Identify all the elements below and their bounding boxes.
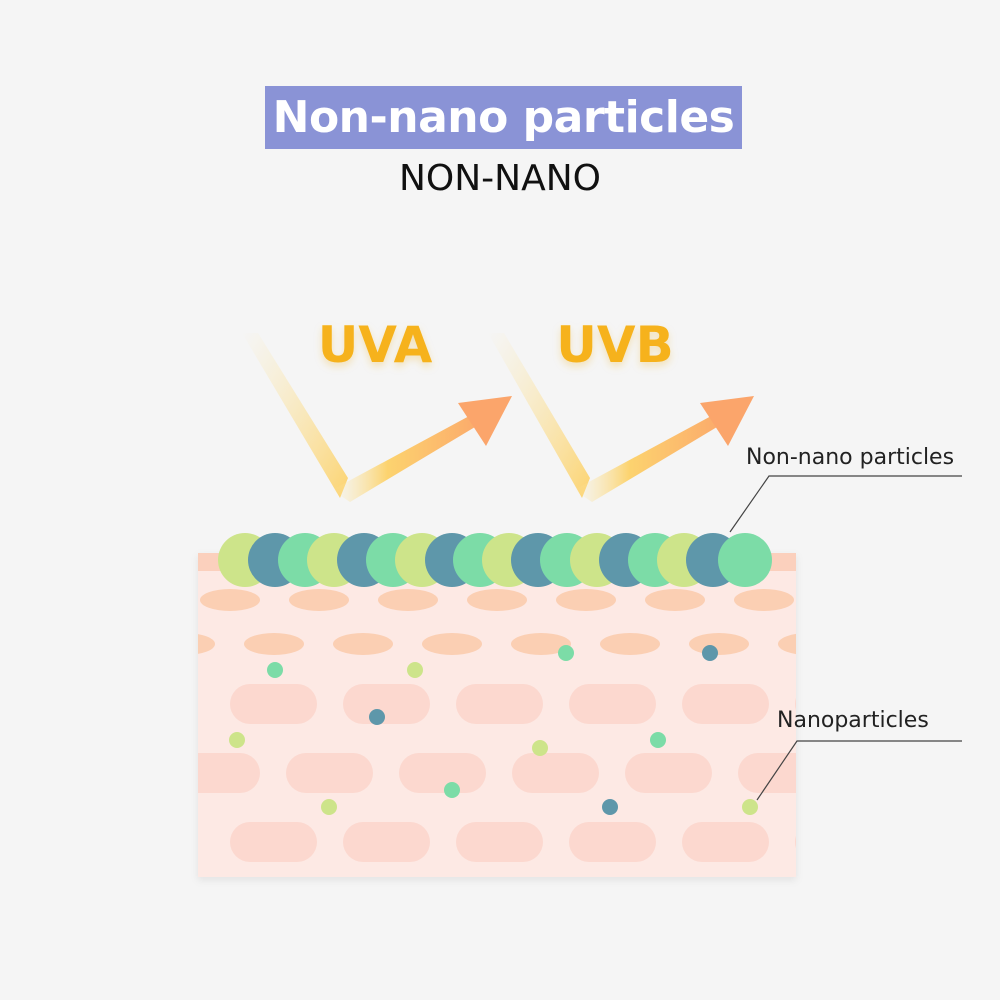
- page-title: Non-nano particles: [272, 92, 735, 143]
- nanoparticle: [229, 732, 245, 748]
- skin-cell-block: [343, 684, 430, 724]
- skin-cell-oval: [511, 633, 571, 655]
- skin-cell-oval: [556, 589, 616, 611]
- skin-cell-block: [286, 753, 373, 793]
- uvb-label: UVB: [556, 316, 673, 374]
- skin-cell-block: [198, 753, 260, 793]
- skin-cell-oval: [645, 589, 705, 611]
- skin-cell-oval: [600, 633, 660, 655]
- nano-callout-label: Nanoparticles: [777, 708, 929, 733]
- non-nano-particle: [718, 533, 772, 587]
- skin-cell-oval: [689, 633, 749, 655]
- skin-cell-block: [230, 684, 317, 724]
- page-subtitle: NON-NANO: [398, 158, 601, 199]
- nanoparticle: [267, 662, 283, 678]
- skin-layer: [198, 553, 796, 877]
- uva-arrow: [242, 333, 512, 502]
- nanoparticle-group: [229, 645, 758, 815]
- nanoparticle: [558, 645, 574, 661]
- uva-label: UVA: [318, 316, 433, 374]
- skin-cell-block: [512, 753, 599, 793]
- skin-cell-block: [456, 684, 543, 724]
- skin-cell-oval: [734, 589, 794, 611]
- skin-cell-block: [569, 684, 656, 724]
- skin-cell-block: [738, 753, 796, 793]
- nanoparticle: [444, 782, 460, 798]
- non-nano-callout: Non-nano particles: [729, 445, 962, 533]
- nanoparticle: [369, 709, 385, 725]
- skin-cell-oval: [289, 589, 349, 611]
- non-nano-particle-row: [218, 533, 772, 587]
- skin-cell-oval: [198, 634, 215, 654]
- skin-cell-block: [682, 822, 769, 862]
- skin-cell-oval: [244, 633, 304, 655]
- skin-cell-block: [795, 835, 796, 849]
- skin-cell-oval: [467, 589, 527, 611]
- nano-callout: Nanoparticles: [756, 708, 962, 801]
- nanoparticle: [532, 740, 548, 756]
- skin-cell-oval: [778, 633, 796, 655]
- title-banner: Non-nano particles: [265, 86, 742, 149]
- skin-cell-block: [456, 822, 543, 862]
- non-nano-callout-label: Non-nano particles: [746, 445, 954, 470]
- skin-cell-oval: [200, 589, 260, 611]
- uvb-arrow: [488, 333, 754, 502]
- skin-cell-block: [230, 822, 317, 862]
- skin-cell-block: [682, 684, 769, 724]
- skin-cell-block: [399, 753, 486, 793]
- skin-cell-block: [569, 822, 656, 862]
- skin-cell-oval: [333, 633, 393, 655]
- skin-cell-block: [343, 822, 430, 862]
- nanoparticle: [650, 732, 666, 748]
- skin-cell-block: [795, 697, 796, 711]
- nanoparticle: [602, 799, 618, 815]
- skin-cell-oval: [378, 589, 438, 611]
- nanoparticle: [742, 799, 758, 815]
- nanoparticle: [321, 799, 337, 815]
- skin-cell-oval: [422, 633, 482, 655]
- nanoparticle: [702, 645, 718, 661]
- skin-cell-block: [625, 753, 712, 793]
- nanoparticle: [407, 662, 423, 678]
